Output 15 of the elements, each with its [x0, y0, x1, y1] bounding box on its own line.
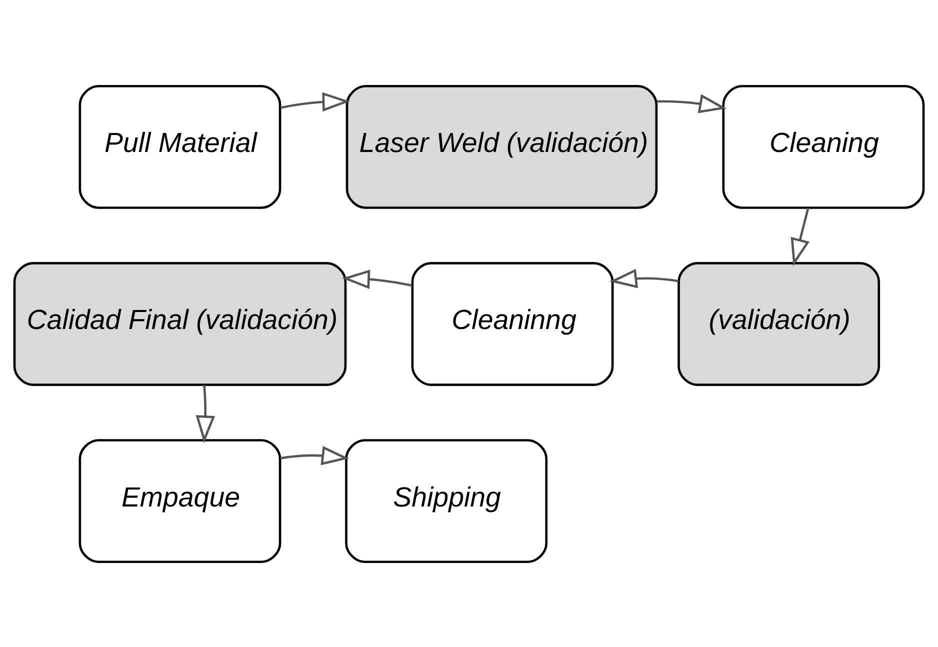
node-box: Pull Material	[78, 84, 282, 208]
node-box: Laser Weld (validación)	[346, 84, 658, 208]
node-box: Empaque	[78, 438, 282, 562]
node-box: Cleaninng	[411, 262, 614, 386]
arrow	[280, 445, 350, 465]
arrow	[196, 384, 216, 443]
arrow	[342, 269, 412, 288]
node-box: Calidad Final (validación)	[13, 262, 347, 386]
node-box: Shipping	[345, 438, 548, 562]
node-box: (validación)	[678, 262, 880, 386]
arrow	[656, 94, 727, 113]
arrow	[609, 268, 679, 288]
arrow	[790, 207, 810, 266]
node-box: Cleaning	[722, 84, 925, 208]
arrow	[280, 92, 350, 112]
